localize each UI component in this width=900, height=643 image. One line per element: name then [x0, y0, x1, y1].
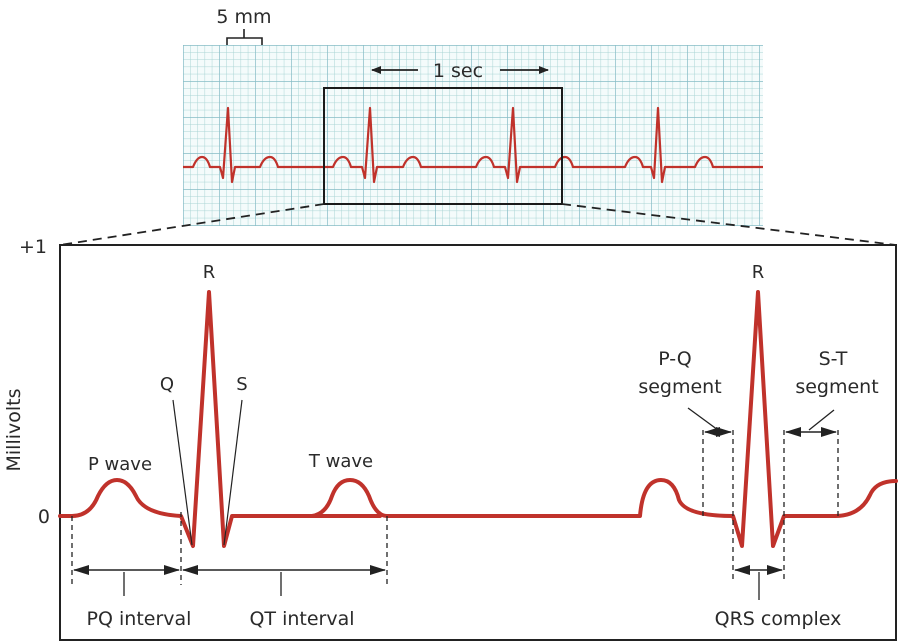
t-wave-label: T wave — [308, 451, 373, 472]
interval-markers — [71, 512, 388, 596]
scale-bracket — [226, 29, 263, 45]
time-label: 1 sec — [433, 60, 483, 82]
y-axis-label: Millivolts — [3, 388, 25, 471]
projection-line-right — [561, 203, 897, 246]
st-segment-label-line1: S-T — [819, 348, 848, 370]
s-label: S — [236, 374, 247, 395]
pq-interval-label: PQ interval — [87, 608, 192, 630]
qt-interval-label: QT interval — [249, 608, 354, 630]
ecg-trace — [58, 290, 898, 548]
scale-label: 5 mm — [216, 6, 271, 28]
pq-segment-label-line2: segment — [638, 376, 721, 398]
strip-trace — [183, 106, 763, 184]
r-label-right: R — [752, 262, 765, 283]
st-segment-label-line2: segment — [795, 376, 878, 398]
pq-segment-label-line1: P-Q — [658, 348, 692, 370]
enlarged-ecg: +1 0 Millivolts R Q S P wave T wave R PQ… — [3, 236, 898, 641]
diagram-frame — [59, 244, 897, 641]
segment-markers — [687, 407, 839, 600]
ecg-strip: 5 mm 1 sec — [183, 6, 763, 226]
p-wave-label: P wave — [88, 454, 152, 475]
q-pointer — [172, 399, 193, 546]
s-pointer — [223, 399, 243, 546]
y-tick-plus1: +1 — [19, 236, 47, 258]
qrs-complex-label: QRS complex — [715, 608, 842, 630]
r-label-left: R — [203, 262, 216, 283]
y-tick-zero: 0 — [38, 506, 50, 528]
zoom-box — [323, 87, 563, 205]
q-label: Q — [160, 374, 174, 395]
